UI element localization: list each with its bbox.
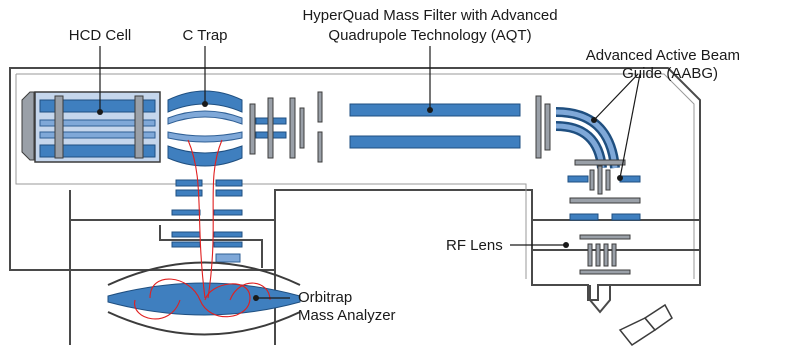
rf-lens — [579, 234, 673, 347]
ion-path — [134, 139, 271, 320]
hyperquad-mass-filter — [349, 95, 551, 159]
hyperquad-label-line1: HyperQuad Mass Filter with Advanced — [302, 7, 557, 24]
active-beam-guide — [555, 107, 641, 221]
hcd-cell — [21, 91, 161, 163]
ion-optics-lenses — [249, 91, 323, 163]
aabg-label-line2: Guide (AABG) — [622, 65, 718, 82]
aabg-label-line1: Advanced Active Beam — [586, 47, 740, 64]
orbitrap-label-line2: Mass Analyzer — [298, 307, 396, 324]
hcd-cell-label: HCD Cell — [69, 27, 132, 44]
hyperquad-label-line2: Quadrupole Technology (AQT) — [328, 27, 531, 44]
label-leaders — [97, 46, 641, 301]
orbitrap-label-line1: Orbitrap — [298, 289, 352, 306]
transfer-lenses — [171, 179, 243, 263]
vacuum-housing — [9, 67, 701, 345]
rf-lens-label: RF Lens — [446, 237, 503, 254]
c-trap-label: C Trap — [182, 27, 227, 44]
orbitrap-analyzer — [107, 261, 301, 336]
